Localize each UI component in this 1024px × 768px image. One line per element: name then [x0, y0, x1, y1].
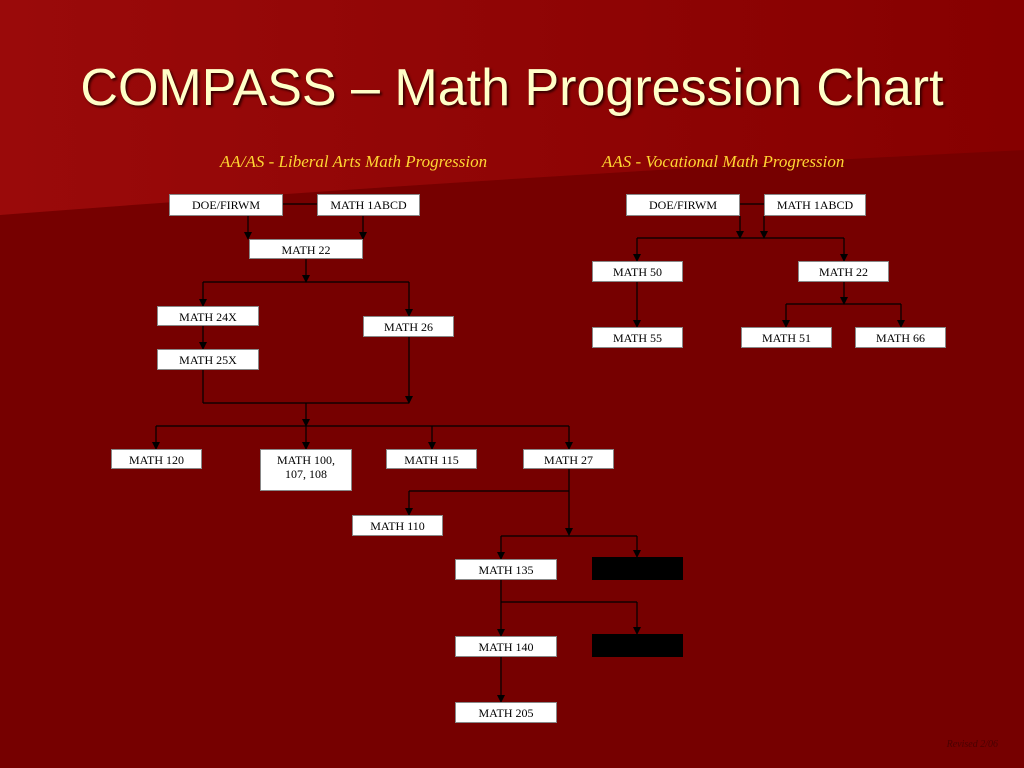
la-math-120-box: MATH 120	[111, 449, 202, 469]
la-math-135-box: MATH 135	[455, 559, 557, 580]
la-math-24x-box: MATH 24X	[157, 306, 259, 326]
page-title: COMPASS – Math Progression Chart	[80, 59, 944, 117]
voc-math-51-box: MATH 51	[741, 327, 832, 348]
voc-math-50-box: MATH 50	[592, 261, 683, 282]
la-blacked-out-box-2	[592, 634, 683, 657]
la-math-110-box: MATH 110	[352, 515, 443, 536]
revision-note: Revised 2/06	[946, 739, 998, 750]
vocational-heading: AAS - Vocational Math Progression	[602, 152, 845, 171]
la-math-22-box: MATH 22	[249, 239, 363, 259]
la-doe-firwm-box: DOE/FIRWM	[169, 194, 283, 216]
la-math-1abcd-box: MATH 1ABCD	[317, 194, 420, 216]
la-blacked-out-box-1	[592, 557, 683, 580]
la-math-140-box: MATH 140	[455, 636, 557, 657]
voc-math-55-box: MATH 55	[592, 327, 683, 348]
la-math-115-box: MATH 115	[386, 449, 477, 469]
la-math-27-box: MATH 27	[523, 449, 614, 469]
voc-math-1abcd-box: MATH 1ABCD	[764, 194, 866, 216]
la-math-25x-box: MATH 25X	[157, 349, 259, 370]
liberal-arts-heading: AA/AS - Liberal Arts Math Progression	[220, 152, 488, 171]
voc-doe-firwm-box: DOE/FIRWM	[626, 194, 740, 216]
la-math-26-box: MATH 26	[363, 316, 454, 337]
voc-math-22-box: MATH 22	[798, 261, 889, 282]
la-math-100-107-108-box: MATH 100, 107, 108	[260, 449, 352, 491]
la-math-205-box: MATH 205	[455, 702, 557, 723]
voc-math-66-box: MATH 66	[855, 327, 946, 348]
